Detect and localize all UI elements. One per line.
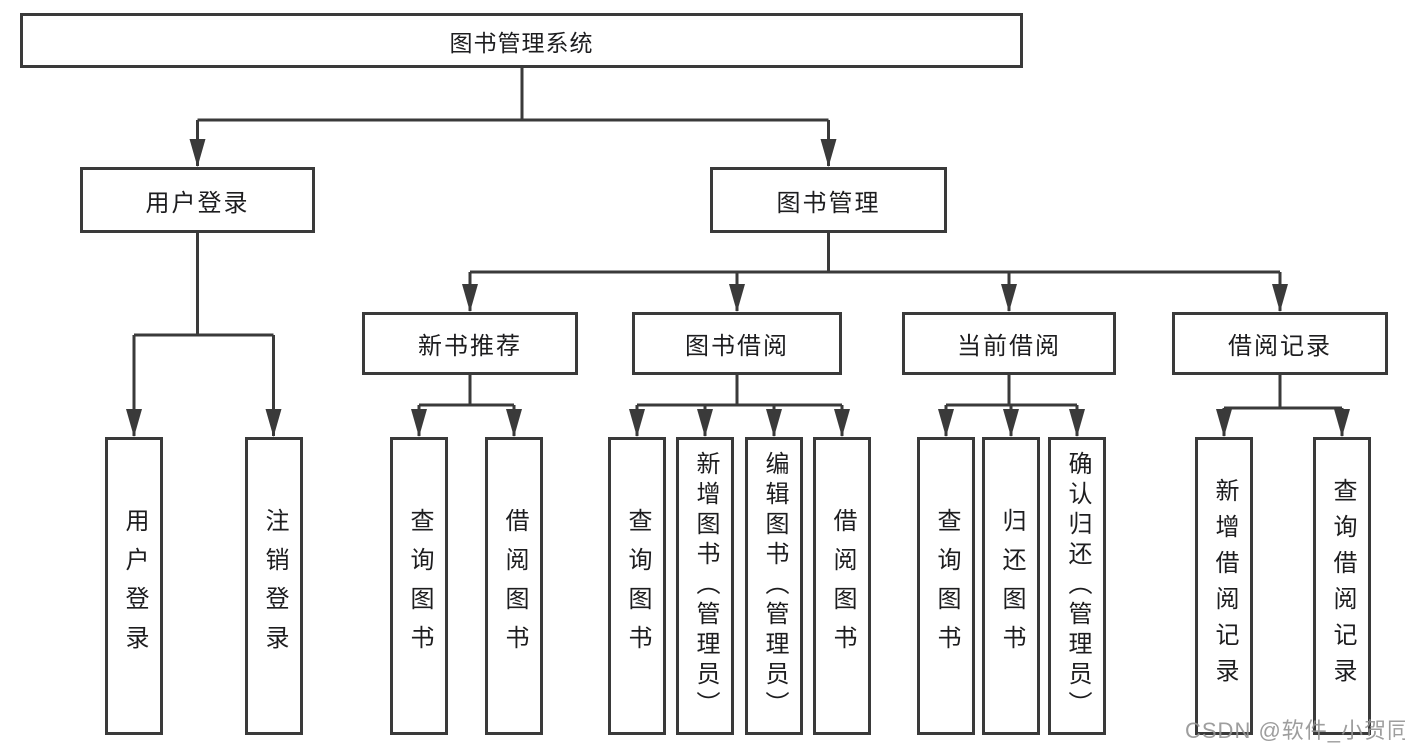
node-label: 图书借阅 [685, 333, 789, 360]
watermark: CSDN @软件_小贺同学 [1185, 718, 1405, 743]
node-user-login-leaf: 用户登录 [105, 437, 163, 735]
node-label: 借阅图书 [829, 508, 856, 664]
node-edit-book-admin: 编辑图书（管理员） [745, 437, 803, 735]
node-logout-login: 注销登录 [245, 437, 303, 735]
node-label: 图书管理系统 [449, 29, 594, 56]
connector-user-login [126, 233, 282, 437]
node-query-books-borrow: 查询图书 [608, 437, 666, 735]
connector-borrow-records [1216, 375, 1350, 437]
node-confirm-return-admin: 确认归还（管理员） [1048, 437, 1106, 735]
node-borrow-records: 借阅记录 [1172, 312, 1388, 375]
node-label: 查询图书 [406, 508, 433, 664]
node-query-books-current: 查询图书 [917, 437, 975, 735]
node-label: 查询图书 [624, 508, 651, 664]
node-book-borrow: 图书借阅 [632, 312, 842, 375]
node-add-borrow-record: 新增借阅记录 [1195, 437, 1253, 735]
node-label: 归还图书 [998, 508, 1025, 664]
node-return-book: 归还图书 [982, 437, 1040, 735]
connector-book-borrow [629, 375, 850, 437]
node-label: 用户登录 [145, 189, 250, 217]
node-label: 借阅图书 [501, 508, 528, 664]
node-label: 注销登录 [261, 508, 288, 664]
node-root: 图书管理系统 [20, 13, 1023, 68]
node-label: 编辑图书（管理员） [761, 451, 788, 721]
connector-current-borrow [938, 375, 1085, 437]
node-label: 图书管理 [776, 189, 881, 217]
node-label: 查询借阅记录 [1329, 478, 1356, 694]
node-label: 借阅记录 [1228, 333, 1332, 360]
node-new-book-recommend: 新书推荐 [362, 312, 578, 375]
node-user-login: 用户登录 [80, 167, 315, 233]
connector-root [189, 68, 837, 167]
node-label: 新增图书（管理员） [692, 451, 719, 721]
node-query-borrow-record: 查询借阅记录 [1313, 437, 1371, 735]
node-label: 新增借阅记录 [1211, 478, 1238, 694]
node-borrow-books-leaf: 借阅图书 [813, 437, 871, 735]
node-label: 当前借阅 [957, 333, 1061, 360]
connector-book-management [462, 233, 1288, 312]
node-current-borrow: 当前借阅 [902, 312, 1116, 375]
node-label: 确认归还（管理员） [1064, 451, 1091, 721]
node-label: 查询图书 [933, 508, 960, 664]
node-label: 用户登录 [121, 508, 148, 664]
node-borrow-books-recommend: 借阅图书 [485, 437, 543, 735]
connector-new-book-recommend [411, 375, 522, 437]
node-book-management: 图书管理 [710, 167, 947, 233]
node-add-book-admin: 新增图书（管理员） [676, 437, 734, 735]
node-query-books-recommend: 查询图书 [390, 437, 448, 735]
node-label: 新书推荐 [418, 333, 522, 360]
